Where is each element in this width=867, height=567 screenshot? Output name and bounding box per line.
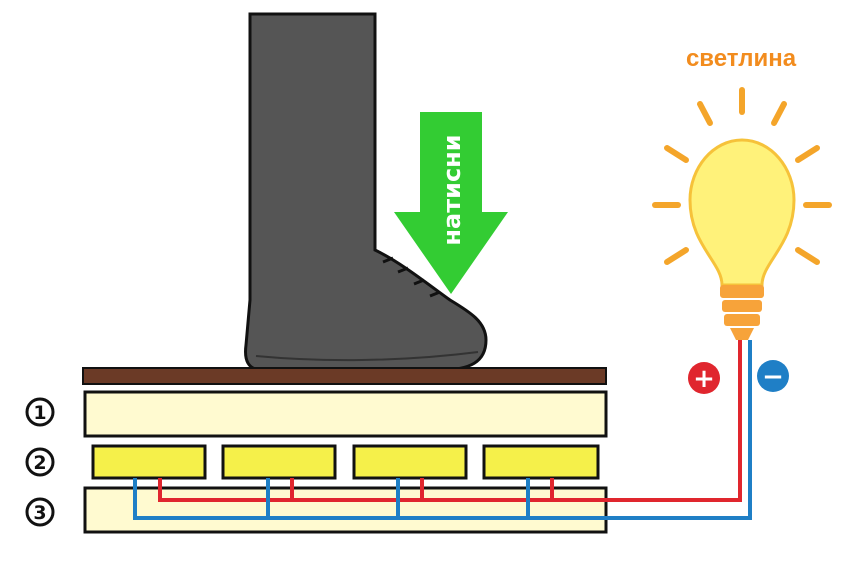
- minus-icon: −: [757, 360, 789, 392]
- boot-icon: [244, 12, 488, 372]
- svg-text:3: 3: [33, 502, 46, 524]
- layer-number-3: 3: [25, 497, 55, 527]
- press-label: натисни: [438, 134, 466, 245]
- layer-3-plate: [83, 486, 608, 534]
- piezo-element: [352, 444, 468, 480]
- piezo-element: [91, 444, 207, 480]
- svg-text:1: 1: [33, 402, 46, 424]
- piezo-element: [482, 444, 600, 480]
- light-rays: [652, 87, 832, 265]
- layer-1-plate: [83, 390, 608, 438]
- light-label: светлина: [686, 45, 797, 72]
- positive-wiring: [158, 340, 742, 502]
- negative-wiring: [133, 340, 752, 520]
- down-arrow-icon: натисни: [394, 112, 508, 294]
- svg-text:2: 2: [33, 452, 46, 474]
- light-bulb-icon: [688, 138, 796, 340]
- minus-sign: −: [762, 362, 784, 392]
- plus-sign: +: [693, 364, 715, 394]
- plus-icon: +: [688, 362, 720, 394]
- layer-number-1: 1: [25, 397, 55, 427]
- layer-2-piezo-row: [91, 444, 600, 480]
- top-board: [82, 367, 607, 385]
- layer-number-2: 2: [25, 447, 55, 477]
- piezo-element: [221, 444, 337, 480]
